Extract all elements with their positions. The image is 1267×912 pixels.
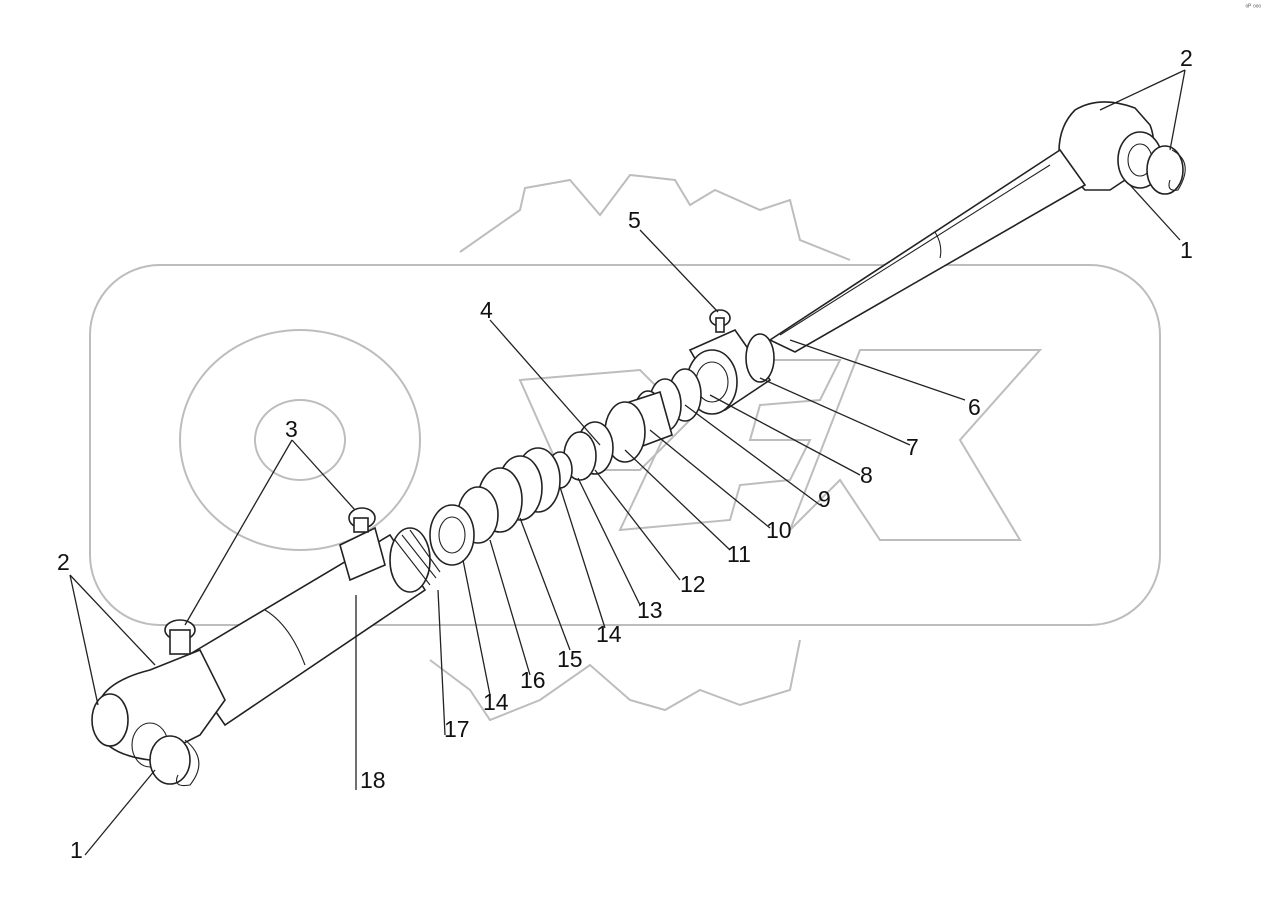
label-4: 4	[480, 297, 493, 323]
label-17: 17	[444, 716, 470, 742]
label-2-top: 2	[1180, 45, 1193, 71]
seal-rings-stack	[429, 368, 702, 566]
label-12: 12	[680, 571, 706, 597]
label-1-top: 1	[1180, 237, 1193, 263]
label-6: 6	[968, 394, 981, 420]
label-14-b: 14	[483, 689, 509, 715]
label-13: 13	[637, 597, 663, 623]
label-10: 10	[766, 517, 792, 543]
label-3: 3	[285, 416, 298, 442]
label-11: 11	[727, 541, 751, 567]
callout-labels: 2 1 5 4 6 7 8 9 10 11 12 13 14 15 16 14 …	[57, 45, 1193, 863]
rod-eye-left	[91, 619, 226, 787]
label-7: 7	[906, 434, 919, 460]
corner-mark: ᵒᴾ ᵒᵒᵒ	[1245, 4, 1261, 11]
label-15: 15	[557, 646, 583, 672]
gland-housing	[686, 309, 775, 415]
rod-eye-right	[1058, 101, 1186, 195]
watermark-logo	[89, 173, 1161, 722]
piston-rod	[768, 148, 1087, 353]
label-9: 9	[818, 486, 831, 512]
label-16: 16	[520, 667, 546, 693]
label-8: 8	[860, 462, 873, 488]
cylinder-barrel	[178, 507, 441, 727]
label-18: 18	[360, 767, 386, 793]
label-1-bottom: 1	[70, 837, 83, 863]
label-2-bottom: 2	[57, 549, 70, 575]
leader-lines	[69, 69, 1186, 856]
label-14-a: 14	[596, 621, 622, 647]
label-5: 5	[628, 207, 641, 233]
